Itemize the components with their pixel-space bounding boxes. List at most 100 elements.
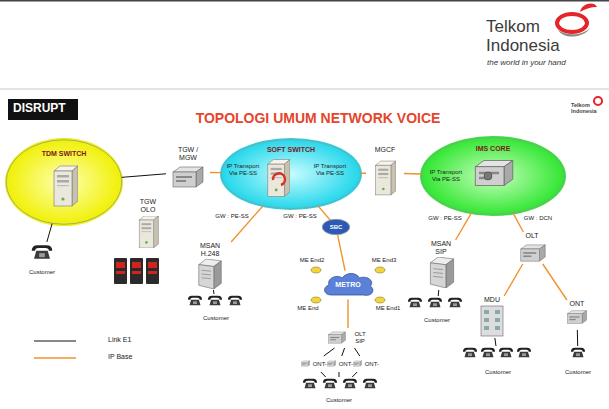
node-label: Customer [203,315,229,322]
node-label: TDM SWITCH [42,150,87,158]
legend-line-sample [34,341,76,342]
ip-link [504,264,523,296]
ellipse-shape [6,140,122,224]
link-label: GW : PE-SS [428,215,461,222]
e1-link [47,223,52,242]
port-label: ME End1 [376,305,401,312]
ip-link [318,206,330,220]
server-icon [54,166,78,206]
port-label: ME End2 [300,257,325,264]
link-label: IP Transport Via PE-SS [427,169,465,182]
e1-link [213,290,215,294]
olt-icon [329,332,346,343]
top-rule [0,0,609,2]
customer-group: Customer [20,242,64,276]
fan-icon [484,172,492,180]
header-rule [0,89,609,90]
customer-group: Customer [296,377,382,404]
node-label: OLT SIP [352,331,368,345]
msan-node: MSAN H.248 [186,242,234,290]
legend-line-sample [34,357,76,359]
node-label: Customer [326,397,352,404]
customer-group: Customer [404,296,470,324]
e1-link [577,330,578,346]
node-label: TGW / MGW [173,146,203,162]
building-icon [481,306,503,336]
port-label: ME End3 [372,257,397,264]
gateway-icon [173,167,203,187]
customer-group: Customer [556,346,600,376]
node-label: Customer [485,369,511,376]
legend-label: IP Base [108,353,132,361]
ip-link [404,173,422,175]
refresh-arrow [273,173,285,185]
ont-icon [567,311,586,324]
ont-node: ONT- [324,356,354,372]
node-label: OLT [525,232,538,240]
node-label: SOFT SWITCH [267,146,315,154]
cloud-shape [325,274,373,296]
telkom-logo-mark [594,97,602,105]
e1-link [352,372,357,377]
node-label: Customer [29,269,55,276]
gateway-node: TGW OLO [128,198,168,248]
server-icon [376,161,396,195]
ip-link [361,173,366,174]
link-label: IP Transport Via PE-SS [224,163,262,176]
metro-cloud: METRO [320,270,376,300]
msan-icon [199,259,222,289]
node-label: METRO [335,281,360,289]
node-label: MSAN SIP [429,240,453,256]
olt-node: OLT SIP [326,328,370,348]
ont-icon [353,361,361,367]
msan-node: MSAN SIP [418,240,464,290]
e1-link [121,174,166,178]
gateway-node: TGW / MGW [166,146,210,198]
node-label: SBC [330,224,343,231]
customer-group: Customer [458,346,538,376]
network-clouds [5,136,566,226]
node-label: ONT- [313,361,327,368]
msan-icon [430,257,453,288]
telkom-logo-mark [557,4,597,37]
ip-link [347,299,348,328]
ont-icon [301,361,309,367]
e1-link [355,348,360,356]
link-label: GW : PE-SS [215,213,248,220]
olt-node: OLT [514,232,550,264]
ont-node: ONT- [298,356,328,372]
node-label: ONT [570,300,585,308]
ip-link [513,213,523,232]
logo-text: Telkom [571,102,590,108]
sbc-node: SBC [322,219,350,235]
tdm-switch-cloud: TDM SWITCH [5,138,123,226]
ont-node: ONT- [350,356,380,372]
node-label: TGW OLO [136,198,160,214]
node-label: ONT- [365,361,379,368]
ellipse-shape [421,138,564,215]
link-label: GW : PE-SS [283,213,316,220]
link-label: GW : DCN [524,215,552,222]
node-label: ONT- [339,361,353,368]
disrupt-badge [8,99,78,120]
server-node: MGCF [366,146,404,200]
legend-label: Link E1 [108,336,131,344]
server-icon [475,161,513,186]
ip-link [338,235,345,271]
e1-link [342,348,345,356]
phone-icons [32,245,585,388]
logo-text: Indonesia [486,37,560,56]
ont-node: ONT [560,300,594,330]
legend-entry: Link E1 [108,336,131,344]
router-icons [311,267,385,303]
node-label: Customer [424,317,450,324]
ip-link [210,172,221,174]
e1-link [438,290,440,296]
slide-title: TOPOLOGI UMUM NETWORK VOICE [196,110,441,126]
ont-icon [327,361,335,367]
link-label: IP Transport Via PE-SS [311,163,349,176]
card-icons [114,258,159,284]
server-icon [139,216,158,248]
ip-link [231,206,263,242]
